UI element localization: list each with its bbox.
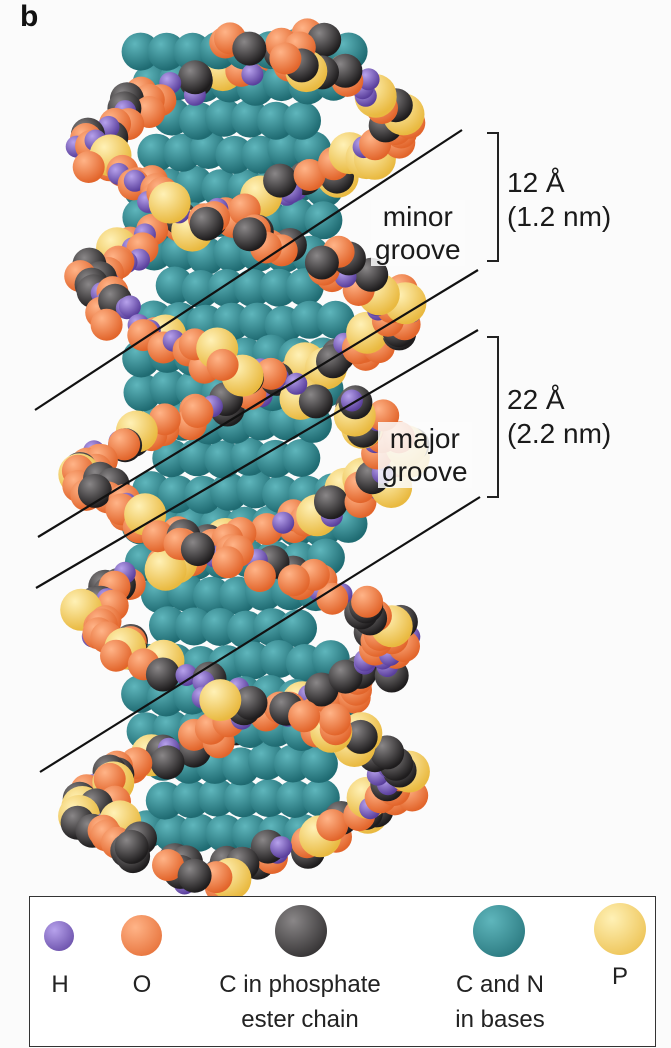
legend-label-c-n-bases-1: C and N (420, 968, 580, 1001)
legend-item-p: P (580, 897, 656, 1046)
oxygen-atom (73, 151, 105, 183)
oxygen-atom (100, 640, 132, 672)
oxygen-atom (212, 546, 244, 578)
legend-box: H O C in phosphate ester chain C and N i… (29, 896, 656, 1047)
oxygen-atom (319, 704, 351, 736)
hydrogen-atom (270, 836, 292, 858)
minor-groove-label-line1: minor (375, 200, 461, 233)
minor-groove-label-line2: groove (375, 233, 461, 266)
phosphate-carbon-atom (178, 60, 212, 94)
phosphate-carbon-swatch (275, 905, 327, 957)
base-carbon-nitrogen-swatch (473, 905, 525, 957)
major-groove-label: major groove (378, 422, 472, 488)
legend-item-c-phosphate: C in phosphate ester chain (180, 897, 420, 1046)
legend-label-c-n-bases-2: in bases (420, 1003, 580, 1036)
oxygen-swatch (121, 915, 162, 956)
oxygen-atom (288, 700, 320, 732)
legend-item-o: O (110, 897, 180, 1046)
legend-label-h: H (30, 968, 90, 1001)
phosphate-carbon-atom (178, 859, 212, 893)
minor-groove-width-angstrom: 12 Å (507, 166, 611, 200)
phosphate-carbon-atom (314, 485, 348, 519)
phosphorus-swatch (594, 903, 646, 955)
oxygen-atom (244, 560, 276, 592)
minor-groove-width-nm: (1.2 nm) (507, 200, 611, 234)
major-groove-label-line2: groove (382, 455, 468, 488)
legend-label-o: O (112, 968, 172, 1001)
phosphorus-atom (149, 182, 191, 224)
minor-groove-bracket (487, 133, 498, 261)
atom-spheres (58, 18, 430, 902)
base-atom (282, 439, 320, 477)
major-groove-width: 22 Å (2.2 nm) (507, 383, 611, 451)
legend-label-c-phosphate-1: C in phosphate (180, 968, 420, 1001)
legend-item-h: H (30, 897, 100, 1046)
phosphate-carbon-atom (305, 246, 339, 280)
minor-groove-width: 12 Å (1.2 nm) (507, 166, 611, 234)
phosphate-carbon-atom (151, 745, 185, 779)
legend-label-c-phosphate-2: ester chain (180, 1003, 420, 1036)
phosphorus-atom (199, 679, 241, 721)
legend-item-c-n-bases: C and N in bases (420, 897, 580, 1046)
oxygen-atom (351, 586, 383, 618)
oxygen-atom (91, 309, 123, 341)
phosphate-carbon-atom (232, 32, 266, 66)
phosphate-carbon-atom (263, 164, 297, 198)
base-atom (283, 102, 321, 140)
oxygen-atom (269, 43, 301, 75)
oxygen-atom (278, 564, 310, 596)
major-groove-label-line1: major (382, 422, 468, 455)
major-groove-width-angstrom: 22 Å (507, 383, 611, 417)
legend-label-p: P (590, 960, 650, 993)
oxygen-atom (181, 396, 213, 428)
major-groove-bracket (487, 337, 498, 497)
hydrogen-swatch (44, 921, 74, 951)
phosphate-carbon-atom (233, 217, 267, 251)
phosphate-carbon-atom (115, 830, 149, 864)
major-groove-width-nm: (2.2 nm) (507, 417, 611, 451)
phosphate-carbon-atom (146, 658, 180, 692)
hydrogen-atom (241, 64, 263, 86)
hydrogen-atom (272, 512, 294, 534)
phosphate-carbon-atom (181, 532, 215, 566)
minor-groove-label: minor groove (371, 200, 465, 266)
phosphate-carbon-atom (190, 207, 224, 241)
oxygen-atom (207, 349, 239, 381)
